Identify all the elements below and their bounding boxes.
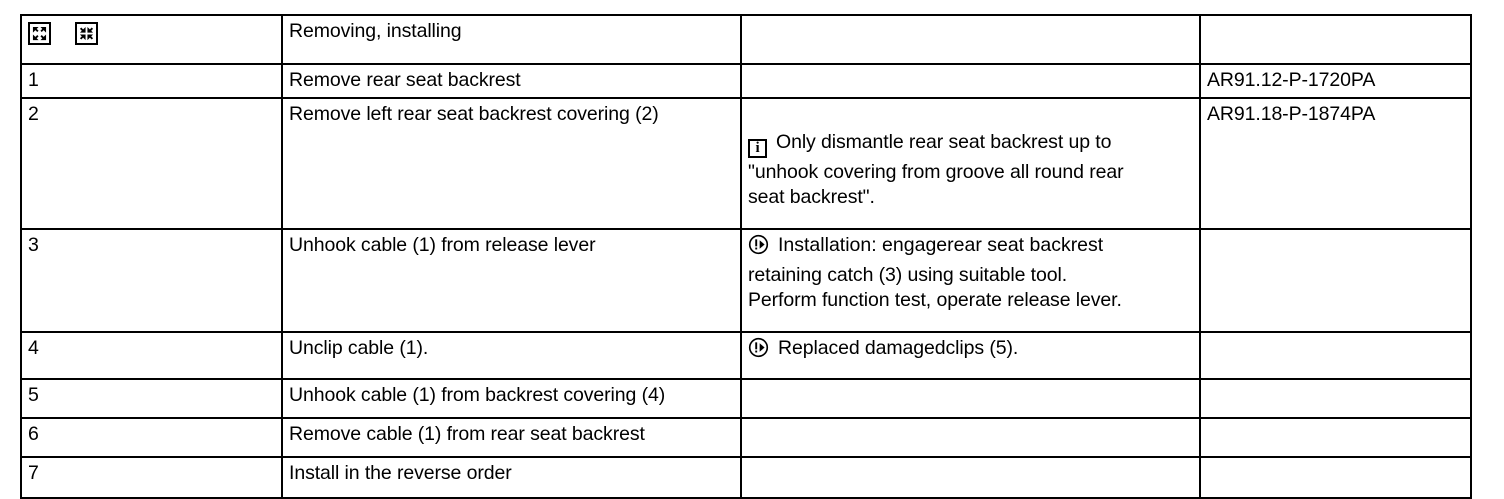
- table-row: 1 Remove rear seat backrest AR91.12-P-17…: [20, 62, 1472, 100]
- step-description: Remove rear seat backrest: [281, 62, 742, 100]
- table-row: 6 Remove cable (1) from rear seat backre…: [20, 417, 1472, 459]
- step-note: Replaced damagedclips (5).: [740, 331, 1201, 381]
- note-line: Replaced damagedclips (5).: [778, 337, 1019, 360]
- header-note-cell: [740, 14, 1201, 65]
- step-note: [740, 417, 1201, 459]
- procedure-table: Removing, installing 1 Remove rear seat …: [20, 14, 1472, 499]
- table-row: 2 Remove left rear seat backrest coverin…: [20, 97, 1472, 231]
- installation-note-icon: [748, 337, 769, 365]
- step-reference[interactable]: AR91.12-P-1720PA: [1199, 62, 1472, 100]
- step-note: [740, 62, 1201, 100]
- note-line: seat backrest".: [748, 186, 875, 209]
- view-toggle-icons: [28, 19, 276, 46]
- note-line: retaining catch (3) using suitable tool.: [748, 263, 1068, 286]
- step-number: 5: [20, 378, 283, 420]
- header-icons-cell: [20, 14, 283, 65]
- table-row: 5 Unhook cable (1) from backrest coverin…: [20, 378, 1472, 420]
- step-note: [740, 378, 1201, 420]
- step-number: 4: [20, 331, 283, 381]
- step-description: Remove left rear seat backrest covering …: [281, 97, 742, 231]
- note-line: Perform function test, operate release l…: [748, 289, 1122, 312]
- expand-icon[interactable]: [28, 21, 51, 45]
- installation-note-icon: [748, 234, 769, 262]
- header-title-cell: Removing, installing: [281, 14, 742, 65]
- step-description: Install in the reverse order: [281, 456, 742, 499]
- info-icon: i: [748, 134, 767, 159]
- step-number: 6: [20, 417, 283, 459]
- step-description: Unclip cable (1).: [281, 331, 742, 381]
- step-reference: [1199, 331, 1472, 381]
- table-row: 3 Unhook cable (1) from release lever In…: [20, 228, 1472, 334]
- step-note: i Only dismantle rear seat backrest up t…: [740, 97, 1201, 231]
- note-line: Installation: engagerear seat backrest: [778, 234, 1104, 257]
- step-reference: [1199, 456, 1472, 499]
- step-number: 3: [20, 228, 283, 334]
- step-number: 1: [20, 62, 283, 100]
- step-description: Unhook cable (1) from backrest covering …: [281, 378, 742, 420]
- step-reference: [1199, 417, 1472, 459]
- table-row: 7 Install in the reverse order: [20, 456, 1472, 499]
- step-number: 7: [20, 456, 283, 499]
- header-reference-cell: [1199, 14, 1472, 65]
- step-number: 2: [20, 97, 283, 231]
- table-row: 4 Unclip cable (1). Replaced damagedclip…: [20, 331, 1472, 381]
- step-reference[interactable]: AR91.18-P-1874PA: [1199, 97, 1472, 231]
- step-description: Unhook cable (1) from release lever: [281, 228, 742, 334]
- step-reference: [1199, 228, 1472, 334]
- table-header-row: Removing, installing: [20, 14, 1472, 65]
- collapse-icon[interactable]: [75, 21, 98, 45]
- note-line: "unhook covering from groove all round r…: [748, 160, 1124, 183]
- step-reference: [1199, 378, 1472, 420]
- step-note: [740, 456, 1201, 499]
- step-description: Remove cable (1) from rear seat backrest: [281, 417, 742, 459]
- step-note: Installation: engagerear seat backrest r…: [740, 228, 1201, 334]
- note-line: Only dismantle rear seat backrest up to: [776, 131, 1112, 154]
